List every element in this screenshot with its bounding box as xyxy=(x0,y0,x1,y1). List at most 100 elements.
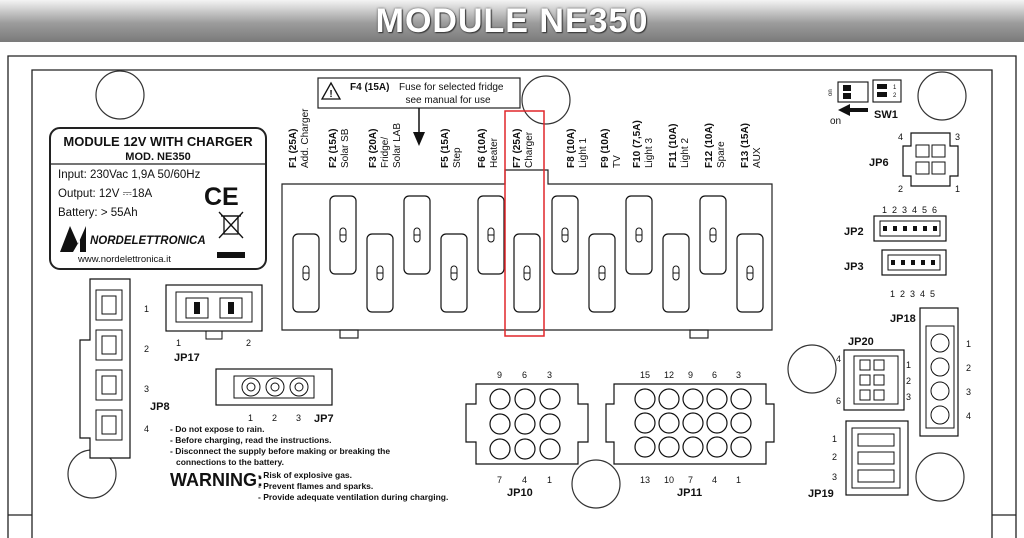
fuse-2[interactable] xyxy=(329,195,357,275)
jp11-bottom-pin: 1 xyxy=(736,475,741,485)
fuse-desc: Add. Charger xyxy=(300,108,311,168)
sw1-switch[interactable]: on 1 2 on SW1 xyxy=(828,79,902,127)
jp17-connector[interactable]: 1 2 JP17 xyxy=(165,284,263,364)
jp18-pin: 4 xyxy=(966,411,971,421)
sw1-pin-1: 1 xyxy=(893,85,897,91)
jp10-top-pin: 9 xyxy=(497,370,502,380)
jp18-pin: 3 xyxy=(966,387,971,397)
fuse-label-6: F6 (10A)Heater xyxy=(477,129,500,168)
fuse-note-line1: Fuse for selected fridge xyxy=(399,82,504,93)
fuse-8[interactable] xyxy=(551,195,579,275)
jp20-pin-6: 6 xyxy=(836,396,841,406)
sw1-on: on xyxy=(830,116,841,127)
jp19-pin-3: 3 xyxy=(832,472,837,482)
jp18-connector[interactable]: 1 2 3 4 JP18 xyxy=(890,307,971,437)
title-bar xyxy=(0,0,1024,42)
brand-website: www.nordelettronica.it xyxy=(77,254,171,265)
jp2-pin: 3 xyxy=(902,205,907,215)
label-heading: MODULE 12V WITH CHARGER xyxy=(63,134,253,149)
jp3-label: JP3 xyxy=(844,261,864,273)
fuse-10[interactable] xyxy=(625,195,653,275)
jp3-pin: 3 xyxy=(910,289,915,299)
jp20-pin-4: 4 xyxy=(836,354,841,364)
fuse-label-11: F11 (10A)Light 2 xyxy=(668,124,691,168)
jp18-pin: 1 xyxy=(966,339,971,349)
brand-logo-icon xyxy=(60,226,86,252)
warning-label: WARNING: xyxy=(170,470,263,490)
jp2-label: JP2 xyxy=(844,226,864,238)
fuse-11[interactable] xyxy=(662,233,690,313)
jp6-pin-4: 4 xyxy=(898,132,903,142)
jp20-pin-2: 2 xyxy=(906,376,911,386)
sw1-pin-2: 2 xyxy=(893,93,897,99)
jp6-connector[interactable]: 4 3 2 1 JP6 xyxy=(869,132,960,194)
jp7-connector[interactable]: 1 2 3 JP7 xyxy=(215,368,334,425)
fuse-id: F2 (15A) xyxy=(328,129,339,168)
warning-2: - Prevent flames and sparks. xyxy=(258,481,373,491)
jp7-pin-1: 1 xyxy=(248,413,253,423)
jp3-pin: 5 xyxy=(930,289,935,299)
jp6-pin-1: 1 xyxy=(955,184,960,194)
jp6-pin-3: 3 xyxy=(955,132,960,142)
fuse-9[interactable] xyxy=(588,233,616,313)
note-2: - Before charging, read the instructions… xyxy=(170,435,332,445)
jp11-bottom-pin: 10 xyxy=(664,475,674,485)
fuse-id: F7 (25A) xyxy=(512,129,523,168)
mounting-holes xyxy=(67,70,967,509)
fuse-desc: Light 3 xyxy=(644,138,655,168)
fuse-1[interactable] xyxy=(292,233,320,313)
fuse-3[interactable] xyxy=(366,233,394,313)
jp8-pin: 1 xyxy=(144,304,149,314)
jp11-top-pin: 12 xyxy=(664,370,674,380)
fuse-desc: Charger xyxy=(524,131,535,168)
label-model: MOD. NE350 xyxy=(125,151,190,163)
note-3: - Disconnect the supply before making or… xyxy=(170,446,390,456)
jp20-connector[interactable]: JP20 4 1 6 3 2 xyxy=(836,336,911,411)
fuse-note: ! F4 (15A) Fuse for selected fridge see … xyxy=(317,77,521,146)
sw1-label: SW1 xyxy=(874,109,898,121)
fuse-13[interactable] xyxy=(736,233,764,313)
fuse-label-12: F12 (10A)Spare xyxy=(704,123,727,168)
fuse-desc: AUX xyxy=(752,147,763,168)
fuse-id: F12 (10A) xyxy=(704,123,715,168)
jp3-pin: 4 xyxy=(920,289,925,299)
fuse-id: F3 (20A) xyxy=(368,129,379,168)
fuse-6[interactable] xyxy=(477,195,505,275)
fuse-desc: Light 2 xyxy=(680,138,691,168)
jp11-top-pin: 15 xyxy=(640,370,650,380)
fuse-7[interactable] xyxy=(513,233,541,313)
fuse-desc: Step xyxy=(452,147,463,168)
fuse-id: F6 (10A) xyxy=(477,129,488,168)
jp11-bottom-pin: 7 xyxy=(688,475,693,485)
jp18-label: JP18 xyxy=(890,313,916,325)
jp6-pin-2: 2 xyxy=(898,184,903,194)
fuse-12[interactable] xyxy=(699,195,727,275)
label-output: Output: 12V ⎓18A xyxy=(58,188,153,200)
brand-name: NORDELETTRONICA xyxy=(90,235,206,247)
page-title: MODULE NE350 xyxy=(375,2,649,40)
jp8-pin: 4 xyxy=(144,424,149,434)
jp11-bottom-pin: 13 xyxy=(640,475,650,485)
weee-bar xyxy=(217,252,245,258)
fuse-label-13: F13 (15A)AUX xyxy=(740,123,763,168)
jp7-pin-3: 3 xyxy=(296,413,301,423)
jp17-pin-1: 1 xyxy=(176,338,181,348)
fuse-desc: Fridge/ xyxy=(380,137,391,168)
jp11-top-pin: 9 xyxy=(688,370,693,380)
jp18-pin: 2 xyxy=(966,363,971,373)
jp20-pin-1: 1 xyxy=(906,360,911,370)
fuse-4[interactable] xyxy=(403,195,431,275)
jp2-pin: 5 xyxy=(922,205,927,215)
jp10-label: JP10 xyxy=(507,487,533,499)
jp19-connector[interactable]: 1 2 3 JP19 xyxy=(808,420,909,500)
note-1: - Do not expose to rain. xyxy=(170,424,264,434)
fuse-label-3: F3 (20A)Fridge/Solar LAB xyxy=(368,123,403,168)
jp19-pin-2: 2 xyxy=(832,452,837,462)
fuse-5[interactable] xyxy=(440,233,468,313)
